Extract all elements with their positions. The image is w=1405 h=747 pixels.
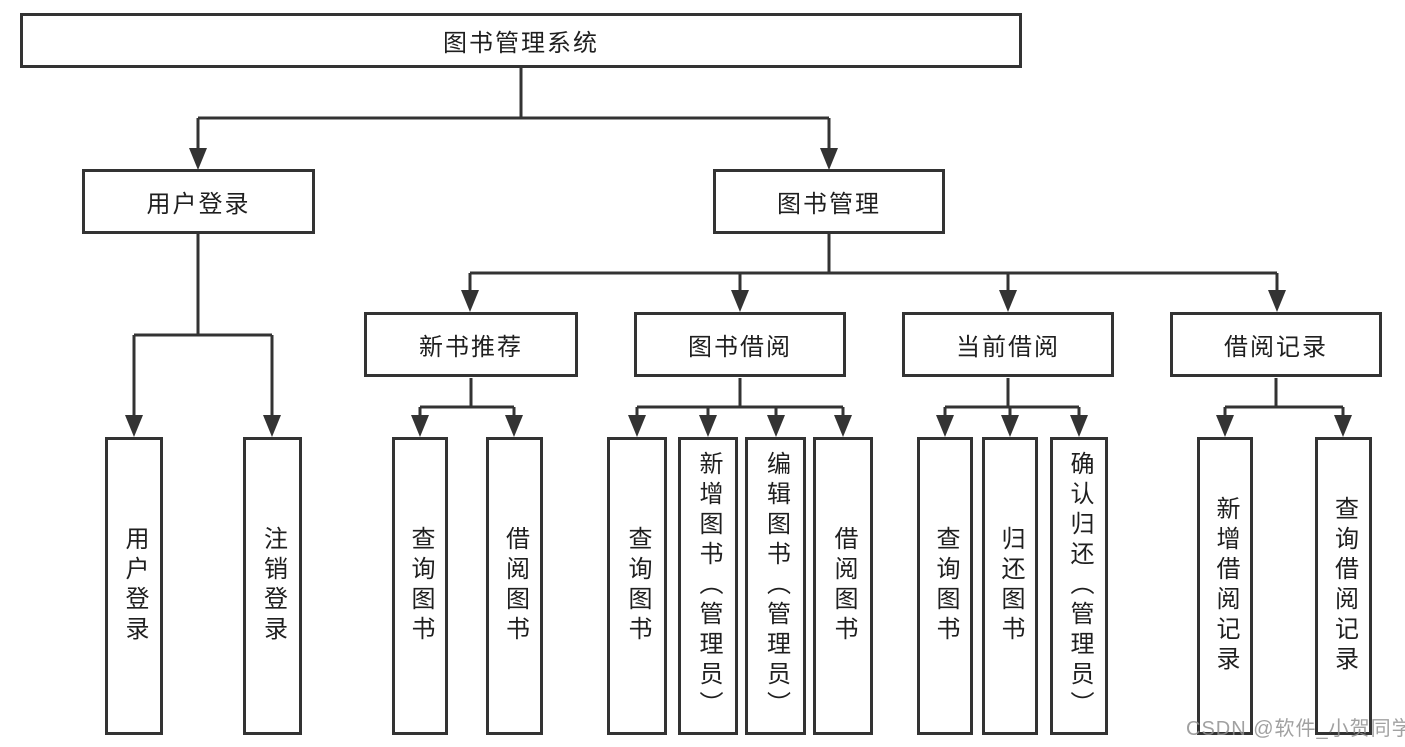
arrowhead-icon xyxy=(411,415,429,437)
leaf-return-books-label: 归还图书 xyxy=(997,526,1024,646)
arrowhead-icon xyxy=(1070,415,1088,437)
node-borrowing-records-label: 借阅记录 xyxy=(1224,334,1328,361)
arrowhead-icon xyxy=(731,290,749,312)
node-borrowing-records: 借阅记录 xyxy=(1170,312,1382,377)
arrowhead-icon xyxy=(699,415,717,437)
leaf-logout: 注销登录 xyxy=(243,437,302,735)
node-current-borrowing: 当前借阅 xyxy=(902,312,1114,377)
arrowhead-icon xyxy=(999,290,1017,312)
leaf-user-login: 用户登录 xyxy=(105,437,163,735)
leaf-user-login-label: 用户登录 xyxy=(121,526,148,646)
node-new-book-recommendation-label: 新书推荐 xyxy=(419,334,523,361)
node-user-login-label: 用户登录 xyxy=(146,191,251,218)
arrowhead-icon xyxy=(628,415,646,437)
arrowhead-icon xyxy=(505,415,523,437)
leaf-add-books-admin-label: 新增图书（管理员） xyxy=(695,451,722,721)
node-new-book-recommendation: 新书推荐 xyxy=(364,312,578,377)
leaf-query-borrow-record: 查询借阅记录 xyxy=(1315,437,1372,735)
leaf-confirm-return-admin-label: 确认归还（管理员） xyxy=(1066,451,1093,721)
leaf-query-books-borrowing-label: 查询图书 xyxy=(624,526,651,646)
leaf-add-borrow-record: 新增借阅记录 xyxy=(1197,437,1253,735)
leaf-query-borrow-record-label: 查询借阅记录 xyxy=(1330,496,1358,676)
node-book-management: 图书管理 xyxy=(713,169,945,234)
leaf-borrow-books-borrowing-label: 借阅图书 xyxy=(830,526,857,646)
node-book-management-label: 图书管理 xyxy=(777,191,881,218)
arrowhead-icon xyxy=(1001,415,1019,437)
leaf-edit-books-admin: 编辑图书（管理员） xyxy=(745,437,806,735)
leaf-logout-label: 注销登录 xyxy=(259,526,287,646)
arrowhead-icon xyxy=(1334,415,1352,437)
leaf-query-books-recommend: 查询图书 xyxy=(392,437,448,735)
node-book-borrowing-label: 图书借阅 xyxy=(688,334,792,361)
leaf-borrow-books-borrowing: 借阅图书 xyxy=(813,437,873,735)
arrowhead-icon xyxy=(936,415,954,437)
leaf-query-books-current-label: 查询图书 xyxy=(932,526,959,646)
arrowhead-icon xyxy=(767,415,785,437)
arrowhead-icon xyxy=(820,148,838,170)
leaf-query-books-borrowing: 查询图书 xyxy=(607,437,667,735)
node-root-system: 图书管理系统 xyxy=(20,13,1022,68)
arrowhead-icon xyxy=(1216,415,1234,437)
arrowhead-icon xyxy=(125,415,143,437)
leaf-borrow-books-recommend: 借阅图书 xyxy=(486,437,543,735)
node-book-borrowing: 图书借阅 xyxy=(634,312,846,377)
node-root-label: 图书管理系统 xyxy=(443,30,599,57)
csdn-watermark: CSDN @软件_小贺同学 xyxy=(1186,718,1405,740)
leaf-add-books-admin: 新增图书（管理员） xyxy=(678,437,738,735)
node-user-login: 用户登录 xyxy=(82,169,315,234)
arrowhead-icon xyxy=(1268,290,1286,312)
leaf-query-books-recommend-label: 查询图书 xyxy=(407,526,434,646)
arrowhead-icon xyxy=(189,148,207,170)
arrowhead-icon xyxy=(834,415,852,437)
leaf-confirm-return-admin: 确认归还（管理员） xyxy=(1050,437,1108,735)
leaf-add-borrow-record-label: 新增借阅记录 xyxy=(1212,496,1239,676)
leaf-return-books: 归还图书 xyxy=(982,437,1038,735)
arrowhead-icon xyxy=(263,415,281,437)
leaf-edit-books-admin-label: 编辑图书（管理员） xyxy=(762,451,790,721)
arrowhead-icon xyxy=(461,290,479,312)
leaf-query-books-current: 查询图书 xyxy=(917,437,973,735)
node-current-borrowing-label: 当前借阅 xyxy=(956,334,1060,361)
leaf-borrow-books-recommend-label: 借阅图书 xyxy=(501,526,529,646)
